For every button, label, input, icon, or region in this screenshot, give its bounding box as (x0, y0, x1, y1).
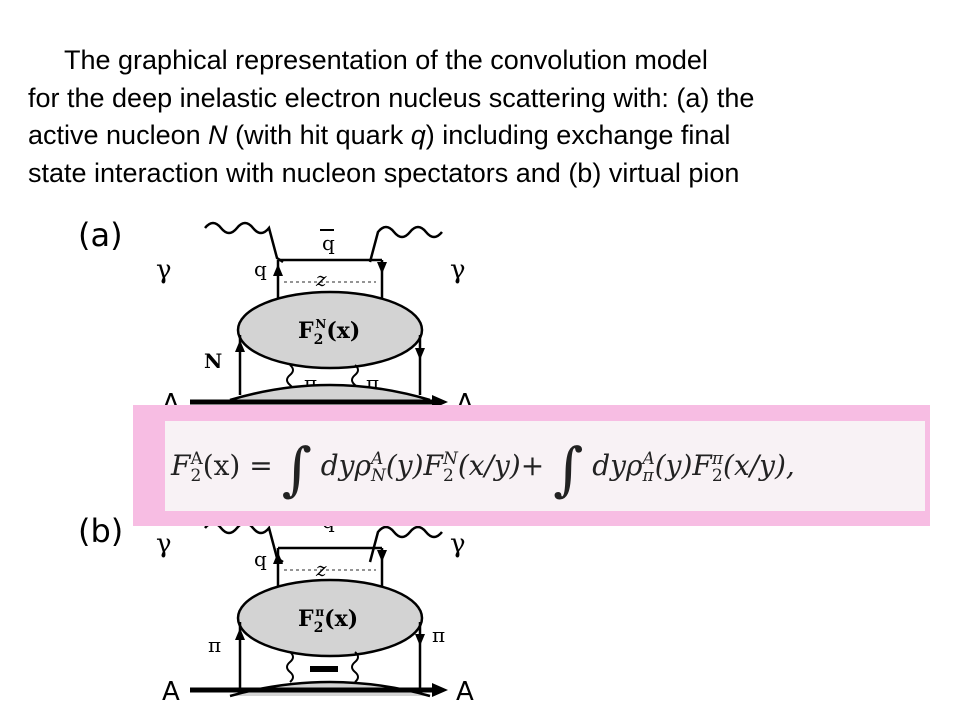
caption-line-1: The graphical representation of the conv… (64, 45, 708, 75)
antiquark-label-a: q (322, 231, 335, 255)
photon-in-line-b (204, 521, 284, 564)
caption-q: q (410, 120, 426, 150)
spectator-wiggle-right-b (351, 651, 359, 683)
caption-line-3-pre: active nucleon (28, 120, 209, 150)
pion-arrow-right-b (415, 634, 425, 646)
structure-fn-a: F2N(x) (298, 317, 360, 348)
pion-label-left-b: π (208, 633, 221, 657)
pion-arrow-left-b (235, 628, 245, 640)
photon-out-label-a: γ (450, 255, 466, 285)
caption-N: N (208, 120, 228, 150)
photon-out-label-b: γ (450, 529, 466, 559)
quark-arrow-right-a (377, 262, 387, 274)
pion-label-right-b: π (432, 623, 445, 647)
photon-out-line-a (368, 225, 443, 263)
spectator-blob-a (229, 383, 431, 402)
quark-arrow-b (273, 552, 283, 564)
caption-line-4: state interaction with nucleon spectator… (28, 157, 740, 188)
quark-arrow-a (273, 264, 283, 276)
integral-symbol-1: ∫ (281, 435, 312, 503)
nucleon-label-a: N (204, 349, 222, 373)
caption-line-3: active nucleon N (with hit quark q) incl… (28, 117, 938, 155)
structure-fn-b: F2π(x) (298, 605, 358, 636)
photon-out-line-b (368, 525, 443, 563)
nucleus-out-label-b: A (456, 677, 474, 707)
z-label-b: z (315, 557, 327, 581)
panel-label-b: (b) (78, 512, 124, 550)
spectator-bar-b (310, 666, 338, 672)
diagram-a: γ γ q q z F2N(x) N π π A A (156, 221, 474, 419)
photon-in-label-a: γ (156, 255, 172, 285)
caption-line-3-mid: (with hit quark (227, 120, 411, 150)
integral-symbol-2: ∫ (553, 435, 584, 503)
z-label-a: z (315, 267, 327, 291)
formula-inner (165, 421, 925, 511)
caption-line-3-post: ) including exchange final (425, 120, 731, 150)
caption: The graphical representation of the conv… (28, 42, 938, 192)
caption-line-2: for the deep inelastic electron nucleus … (28, 82, 755, 113)
structure-blob-b (236, 578, 424, 658)
diagram-b: γ γ q q z F2π(x) π π A A (156, 509, 474, 707)
photon-in-line-a (204, 221, 284, 264)
spectator-wiggle-left-b (286, 651, 294, 683)
nucleon-arrow-a (235, 340, 245, 352)
quark-arrow-right-b (377, 550, 387, 562)
panel-label-a: (a) (78, 216, 123, 254)
nucleus-arrow-b (432, 683, 448, 697)
structure-blob-a (236, 290, 424, 370)
quark-label-b: q (254, 547, 267, 571)
photon-in-label-b: γ (156, 529, 172, 559)
quark-label-a: q (254, 257, 267, 281)
nucleus-in-label-b: A (162, 677, 180, 707)
nucleon-arrow-right-a (415, 348, 425, 360)
